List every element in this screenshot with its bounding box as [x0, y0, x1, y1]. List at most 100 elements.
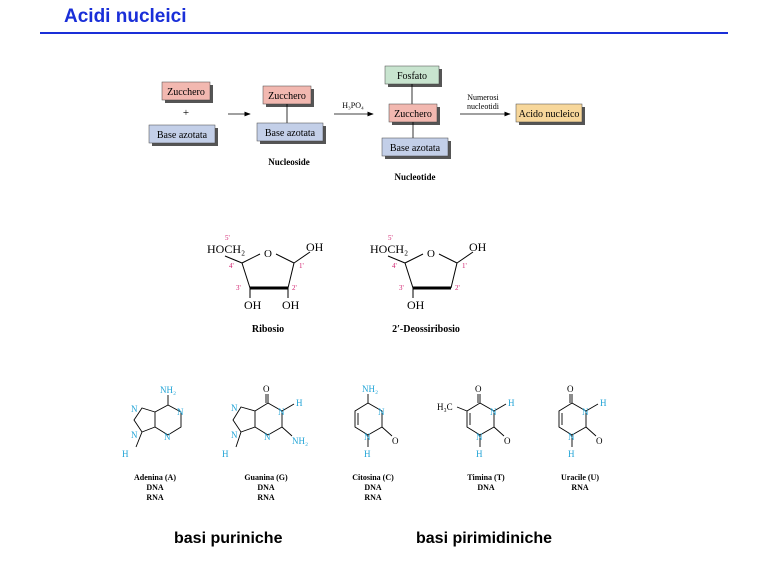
ribose-hoch2: HOCH₂ — [207, 242, 245, 256]
ribose-pos5: 5' — [225, 234, 230, 242]
uracil-structure — [558, 394, 599, 447]
adenine-n3: N — [164, 432, 171, 442]
uracil-name: Uracile (U) — [561, 473, 599, 482]
thymine-o4: O — [475, 384, 482, 394]
purine-caption: basi puriniche — [174, 530, 283, 547]
ribose-ring-o: O — [264, 248, 272, 260]
plus-sign: + — [183, 107, 189, 119]
deoxyribose-pos4: 4' — [392, 262, 397, 270]
ribose-pos2: 2' — [292, 284, 297, 292]
thymine-h3: H — [508, 398, 515, 408]
deoxyribose-oh3: OH — [407, 298, 425, 312]
ribose-oh2: OH — [282, 298, 300, 312]
uracil-o2: O — [596, 436, 603, 446]
uracil-rna: RNA — [571, 483, 589, 492]
deoxyribose-hoch2: HOCH₂ — [370, 242, 408, 256]
thymine-dna: DNA — [477, 483, 495, 492]
nucleotide-base-label: Base azotata — [390, 143, 441, 154]
uracil-h3: H — [600, 398, 607, 408]
adenine-dna: DNA — [146, 483, 164, 492]
guanine-nh2: NH₂ — [292, 436, 308, 446]
base-box — [148, 124, 216, 144]
cytosine-rna: RNA — [364, 493, 382, 502]
cytosine-name: Citosina (C) — [352, 473, 394, 482]
adenine-n9: N — [131, 430, 138, 440]
nucleoside-base-label: Base azotata — [265, 128, 316, 139]
thymine-o2: O — [504, 436, 511, 446]
guanine-structure — [232, 394, 295, 448]
base-label: Base azotata — [157, 130, 208, 141]
deoxyribose-structure: HOCH₂ 5' O OH OH 4' 3' 2' 1' 2′-Deossiri… — [370, 234, 487, 335]
sugar-box — [161, 81, 211, 101]
deoxyribose-ring-o: O — [427, 248, 435, 260]
nucleic-acid-label: Acido nucleico — [519, 109, 580, 120]
ribose-oh3: OH — [244, 298, 262, 312]
uracil-o4: O — [567, 384, 574, 394]
title-underline — [40, 32, 728, 34]
thymine-h1: H — [476, 449, 483, 459]
thymine-name: Timina (T) — [467, 473, 505, 482]
uracil-n1: N — [568, 432, 575, 442]
deoxyribose-pos3: 3' — [399, 284, 404, 292]
pyrimidine-caption: basi pirimidiniche — [416, 530, 553, 547]
guanine-dna: DNA — [257, 483, 275, 492]
deoxyribose-pos5: 5' — [388, 234, 393, 242]
thymine-n3: N — [490, 407, 497, 417]
bases-structures — [133, 394, 599, 448]
guanine-h9: H — [222, 449, 229, 459]
deoxyribose-pos2: 2' — [455, 284, 460, 292]
cytosine-o: O — [392, 436, 399, 446]
guanine-n9: N — [231, 430, 238, 440]
nucleic-acid-box — [515, 103, 583, 123]
guanine-h1: H — [296, 398, 303, 408]
ribose-pos4: 4' — [229, 262, 234, 270]
bases-atoms: NH₂ N N N N H O N H N NH₂ N N H NH₂ N O … — [122, 384, 607, 459]
uracil-h1: H — [568, 449, 575, 459]
cytosine-n1: N — [364, 432, 371, 442]
adenine-h: H — [122, 449, 129, 459]
nucleoside-base-box — [256, 122, 324, 142]
nucleoside-sugar-label: Zucchero — [268, 91, 306, 102]
deoxyribose-caption: 2′-Deossiribosio — [392, 324, 460, 335]
adenine-n7: N — [131, 404, 138, 414]
guanine-n3: N — [264, 432, 271, 442]
cytosine-h: H — [364, 449, 371, 459]
numerosi-label: Numerosi — [467, 93, 499, 102]
bases-labels: Adenina (A) DNA RNA Guanina (G) DNA RNA … — [134, 473, 599, 502]
thymine-structure — [456, 394, 507, 447]
guanine-rna: RNA — [257, 493, 275, 502]
ribose-pos1: 1' — [299, 262, 304, 270]
ribose-structure: HOCH₂ 5' O OH OH OH 4' 3' 2' 1' Ribosio — [207, 234, 324, 335]
adenine-rna: RNA — [146, 493, 164, 502]
deoxyribose-oh1: OH — [469, 240, 487, 254]
thymine-n1: N — [476, 432, 483, 442]
nucleoside-caption: Nucleoside — [268, 157, 310, 167]
uracil-n3: N — [582, 407, 589, 417]
ribose-caption: Ribosio — [252, 324, 284, 335]
nucleotide-caption: Nucleotide — [395, 172, 436, 182]
nucleotidi-label: nucleotidi — [467, 102, 500, 111]
deoxyribose-pos1: 1' — [462, 262, 467, 270]
thymine-h3c: H₃C — [437, 402, 453, 412]
nucleotide-flow-diagram: Zucchero + Base azotata Zucchero Base az… — [148, 65, 585, 182]
adenine-structure — [133, 395, 182, 448]
adenine-n1: N — [177, 407, 184, 417]
adenine-name: Adenina (A) — [134, 473, 176, 482]
guanine-name: Guanina (G) — [244, 473, 288, 482]
nucleotide-base-box — [381, 137, 449, 157]
guanine-o: O — [263, 384, 270, 394]
cytosine-dna: DNA — [364, 483, 382, 492]
nucleotide-sugar-label: Zucchero — [394, 109, 432, 120]
cytosine-n3: N — [378, 407, 385, 417]
h3po4-label: H₃PO₄ — [342, 101, 364, 110]
adenine-nh2: NH₂ — [160, 385, 176, 395]
guanine-n7: N — [231, 403, 238, 413]
ribose-oh1: OH — [306, 240, 324, 254]
cytosine-structure — [354, 394, 393, 447]
guanine-n1: N — [278, 407, 285, 417]
page-title: Acidi nucleici — [64, 6, 187, 27]
phosphate-label: Fosfato — [397, 71, 427, 82]
cytosine-nh2: NH₂ — [362, 384, 378, 394]
ribose-pos3: 3' — [236, 284, 241, 292]
